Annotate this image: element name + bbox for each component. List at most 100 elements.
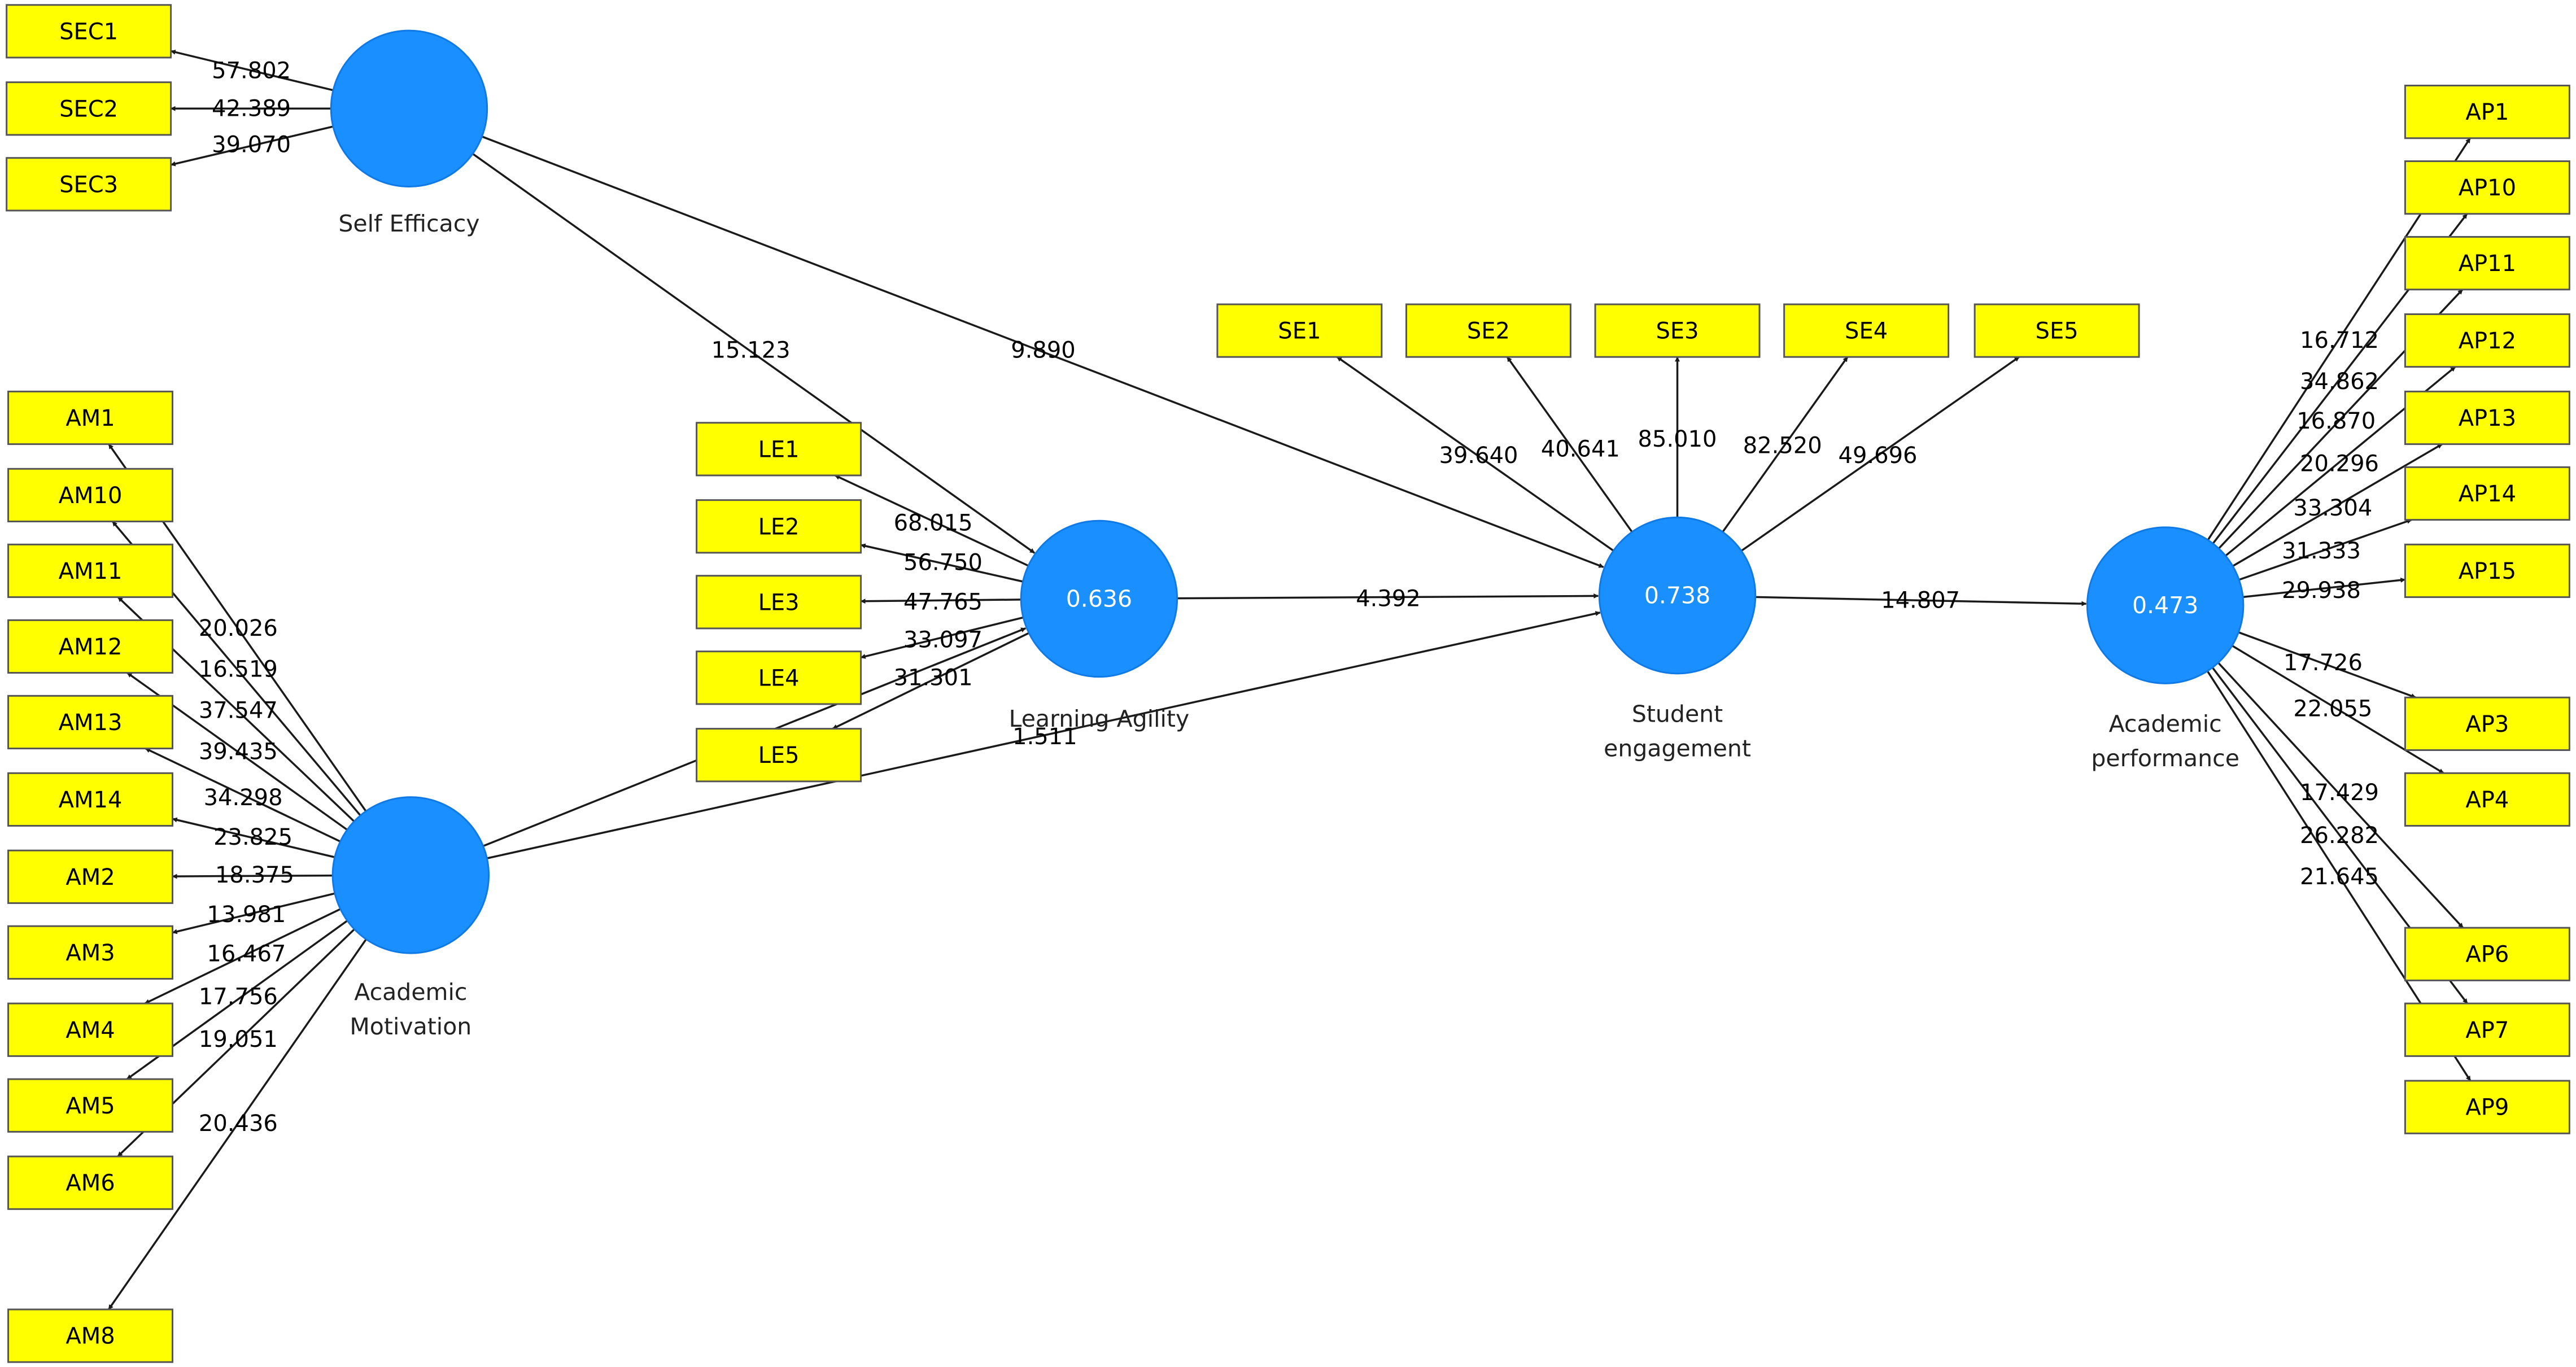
construct-name: Motivation [350, 1013, 471, 1040]
indicator-box [1974, 303, 2140, 358]
indicator-label: SE1 [1278, 318, 1321, 344]
loading-label-am11: 37.547 [199, 698, 278, 724]
loading-label-am2: 18.375 [215, 862, 294, 888]
loading-label-ap12: 20.296 [2300, 451, 2379, 477]
loading-label-ap7: 26.282 [2300, 823, 2379, 849]
indicator-am14[interactable]: AM14 [7, 772, 173, 827]
indicator-ap13[interactable]: AP13 [2404, 390, 2570, 446]
loading-label-ap11: 16.870 [2296, 408, 2376, 434]
loading-arrow-le5 [832, 632, 1029, 730]
indicator-se5[interactable]: SE5 [1974, 303, 2140, 358]
indicator-ap1[interactable]: AP1 [2404, 84, 2570, 139]
indicator-am2[interactable]: AM2 [7, 849, 173, 904]
indicator-ap15[interactable]: AP15 [2404, 543, 2570, 599]
indicator-se4[interactable]: SE4 [1783, 303, 1950, 358]
indicator-ap7[interactable]: AP7 [2404, 1002, 2570, 1057]
indicator-sec2[interactable]: SEC2 [6, 81, 172, 136]
loading-arrow-se4 [1722, 356, 1849, 533]
indicator-am4[interactable]: AM4 [7, 1002, 173, 1057]
path-la-to-sen [1177, 593, 1599, 600]
indicator-le1[interactable]: LE1 [696, 422, 862, 477]
loading-label-le1: 68.015 [894, 510, 973, 536]
indicator-box [2404, 1002, 2570, 1057]
loading-arrow-se2 [1506, 356, 1633, 533]
indicator-ap14[interactable]: AP14 [2404, 466, 2570, 521]
indicator-am5[interactable]: AM5 [7, 1078, 173, 1133]
indicator-box [7, 849, 173, 904]
loading-arrow-le2 [860, 543, 1023, 583]
loading-label-sec2: 42.389 [212, 95, 291, 121]
indicator-se3[interactable]: SE3 [1594, 303, 1761, 358]
indicator-ap4[interactable]: AP4 [2404, 772, 2570, 827]
indicator-ap12[interactable]: AP12 [2404, 313, 2570, 368]
indicator-am12[interactable]: AM12 [7, 619, 173, 674]
indicator-le4[interactable]: LE4 [696, 650, 862, 705]
indicator-box [6, 81, 172, 136]
indicator-sec1[interactable]: SEC1 [6, 4, 172, 59]
indicator-label: SE3 [1656, 318, 1699, 344]
path-coefficient-label: 14.807 [1881, 587, 1960, 613]
indicator-label: AP14 [2459, 481, 2516, 507]
indicator-am6[interactable]: AM6 [7, 1155, 173, 1210]
indicator-box [2404, 160, 2570, 215]
indicator-label: LE1 [758, 436, 800, 462]
indicator-label: SE2 [1467, 318, 1510, 344]
loading-label-sec3: 39.070 [212, 132, 291, 158]
indicator-box [2404, 390, 2570, 446]
indicator-am13[interactable]: AM13 [7, 695, 173, 750]
indicator-box [6, 157, 172, 212]
path-sef-to-sen [481, 136, 1604, 569]
indicator-label: SE4 [1845, 318, 1888, 344]
indicator-am8[interactable]: AM8 [7, 1308, 173, 1363]
indicator-box [696, 728, 862, 783]
indicator-am11[interactable]: AM11 [7, 543, 173, 599]
indicator-le3[interactable]: LE3 [696, 575, 862, 630]
indicator-am10[interactable]: AM10 [7, 468, 173, 523]
loading-arrow-am13 [145, 747, 341, 842]
path-am-to-sen [486, 611, 1601, 859]
indicator-box [1594, 303, 1761, 358]
construct-circle [2086, 526, 2245, 684]
loading-arrow-am3 [172, 892, 335, 934]
indicator-le5[interactable]: LE5 [696, 728, 862, 783]
path-sen-to-ap [1755, 596, 2087, 606]
indicator-box [2404, 236, 2570, 291]
construct-circle [1598, 516, 1757, 675]
indicator-label: SEC1 [59, 19, 118, 45]
loading-label-am5: 17.756 [199, 984, 278, 1010]
construct-name: Student [1632, 700, 1723, 727]
indicator-se1[interactable]: SE1 [1216, 303, 1383, 358]
r-squared-value: 0.738 [1644, 582, 1710, 609]
indicator-label: LE4 [758, 665, 800, 691]
loading-arrow-se1 [1336, 356, 1614, 552]
indicator-label: AP3 [2465, 711, 2509, 737]
loading-label-am13: 34.298 [204, 785, 283, 811]
indicator-sec3[interactable]: SEC3 [6, 157, 172, 212]
indicator-label: AP10 [2459, 175, 2516, 201]
indicator-se2[interactable]: SE2 [1405, 303, 1571, 358]
indicator-ap6[interactable]: AP6 [2404, 927, 2570, 981]
loading-label-ap13: 33.304 [2293, 495, 2372, 521]
indicator-label: AP12 [2459, 328, 2516, 354]
indicator-ap11[interactable]: AP11 [2404, 236, 2570, 291]
indicator-ap9[interactable]: AP9 [2404, 1080, 2570, 1134]
indicator-label: SEC2 [59, 96, 118, 122]
indicator-box [2404, 466, 2570, 521]
indicator-label: AM6 [66, 1171, 115, 1196]
indicator-am3[interactable]: AM3 [7, 925, 173, 980]
indicator-label: AM14 [59, 787, 123, 813]
loading-label-se1: 39.640 [1439, 443, 1518, 469]
construct-sef[interactable]: Self Efficacy [330, 29, 488, 237]
indicator-label: AP6 [2465, 942, 2509, 968]
indicator-label: AP9 [2465, 1095, 2509, 1121]
indicator-ap3[interactable]: AP3 [2404, 696, 2570, 751]
loading-label-am10: 16.519 [199, 657, 278, 683]
indicator-ap10[interactable]: AP10 [2404, 160, 2570, 215]
indicator-le2[interactable]: LE2 [696, 499, 862, 554]
indicator-am1[interactable]: AM1 [7, 390, 173, 446]
